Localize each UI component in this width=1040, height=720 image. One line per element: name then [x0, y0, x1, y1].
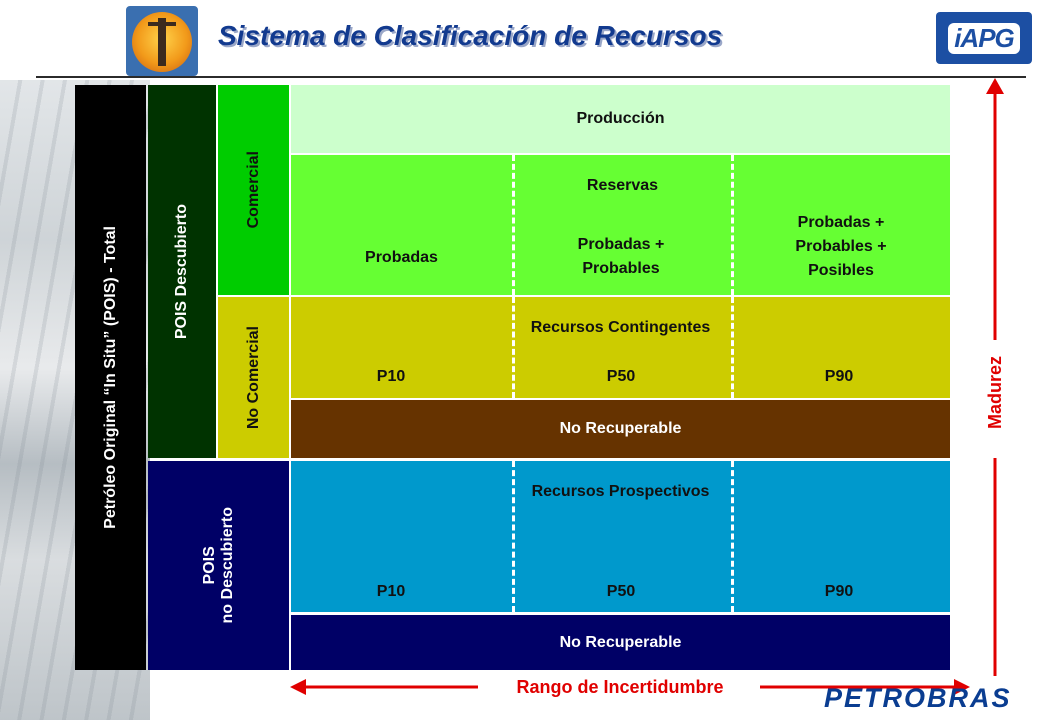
probadas-label: Probadas [291, 249, 512, 267]
pois-descubierto-label: POIS Descubierto [173, 204, 191, 339]
prospectivos-p50: P50 [581, 583, 661, 601]
pois-no-descubierto-label: POIS no Descubierto [201, 507, 237, 623]
no-recuperable-no-descubierto-label: No Recuperable [560, 634, 682, 652]
prospectivos-p10: P10 [351, 583, 431, 601]
madurez-label: Madurez [985, 356, 1006, 429]
pois-no-descubierto-line1: POIS [201, 546, 218, 584]
contingentes-p10: P10 [351, 368, 431, 386]
contingentes-p90: P90 [799, 368, 879, 386]
reservas-divider-2 [731, 155, 734, 295]
no-recuperable-no-descubierto-box: No Recuperable [291, 615, 950, 670]
reservas-box: Reservas Probadas Probadas + Probables P… [291, 155, 950, 295]
page-title: Sistema de Clasificación de Recursos [218, 20, 722, 52]
no-recuperable-descubierto-box: No Recuperable [291, 400, 950, 458]
header-divider [36, 76, 1026, 78]
produccion-box: Producción [291, 85, 950, 153]
contingentes-title: Recursos Contingentes [291, 319, 950, 337]
prospectivos-p90: P90 [799, 583, 879, 601]
reservas-title: Reservas [512, 177, 733, 195]
prospectivos-box: Recursos Prospectivos P10 P50 P90 [291, 461, 950, 612]
produccion-label: Producción [576, 110, 664, 128]
comercial-column: Comercial [218, 85, 289, 295]
contingentes-box: Recursos Contingentes P10 P50 P90 [291, 297, 950, 398]
iapg-logo: iAPG [936, 12, 1032, 64]
no-comercial-column: No Comercial [218, 297, 289, 458]
no-recuperable-descubierto-label: No Recuperable [560, 420, 682, 438]
pois-descubierto-column: POIS Descubierto [148, 85, 216, 458]
contingentes-divider-1 [512, 297, 515, 398]
petrobras-logo: PETROBRAS [824, 683, 1012, 714]
contingentes-p50: P50 [581, 368, 661, 386]
contingentes-divider-2 [731, 297, 734, 398]
no-comercial-label: No Comercial [245, 326, 263, 429]
prospectivos-title: Recursos Prospectivos [291, 483, 950, 501]
madurez-label-wrap: Madurez [982, 340, 1008, 446]
comercial-label: Comercial [245, 151, 263, 228]
probadas-probables-label: Probadas + Probables [546, 233, 696, 281]
rango-label: Rango de Incertidumbre [470, 677, 770, 698]
pois-no-descubierto-line2: no Descubierto [219, 507, 236, 623]
pois-total-label: Petróleo Original “In Situ” (POIS) - Tot… [102, 226, 120, 529]
pois-total-column: Petróleo Original “In Situ” (POIS) - Tot… [75, 85, 146, 670]
pois-no-descubierto-column: POIS no Descubierto [148, 461, 289, 670]
rango-arrowhead-left [290, 679, 306, 695]
iapg-logo-text: iAPG [948, 23, 1020, 54]
oil-rig-logo [126, 6, 198, 76]
reservas-divider-1 [512, 155, 515, 295]
madurez-arrowhead [986, 78, 1004, 94]
probadas-probables-posibles-label: Probadas + Probables + Posibles [771, 211, 911, 283]
